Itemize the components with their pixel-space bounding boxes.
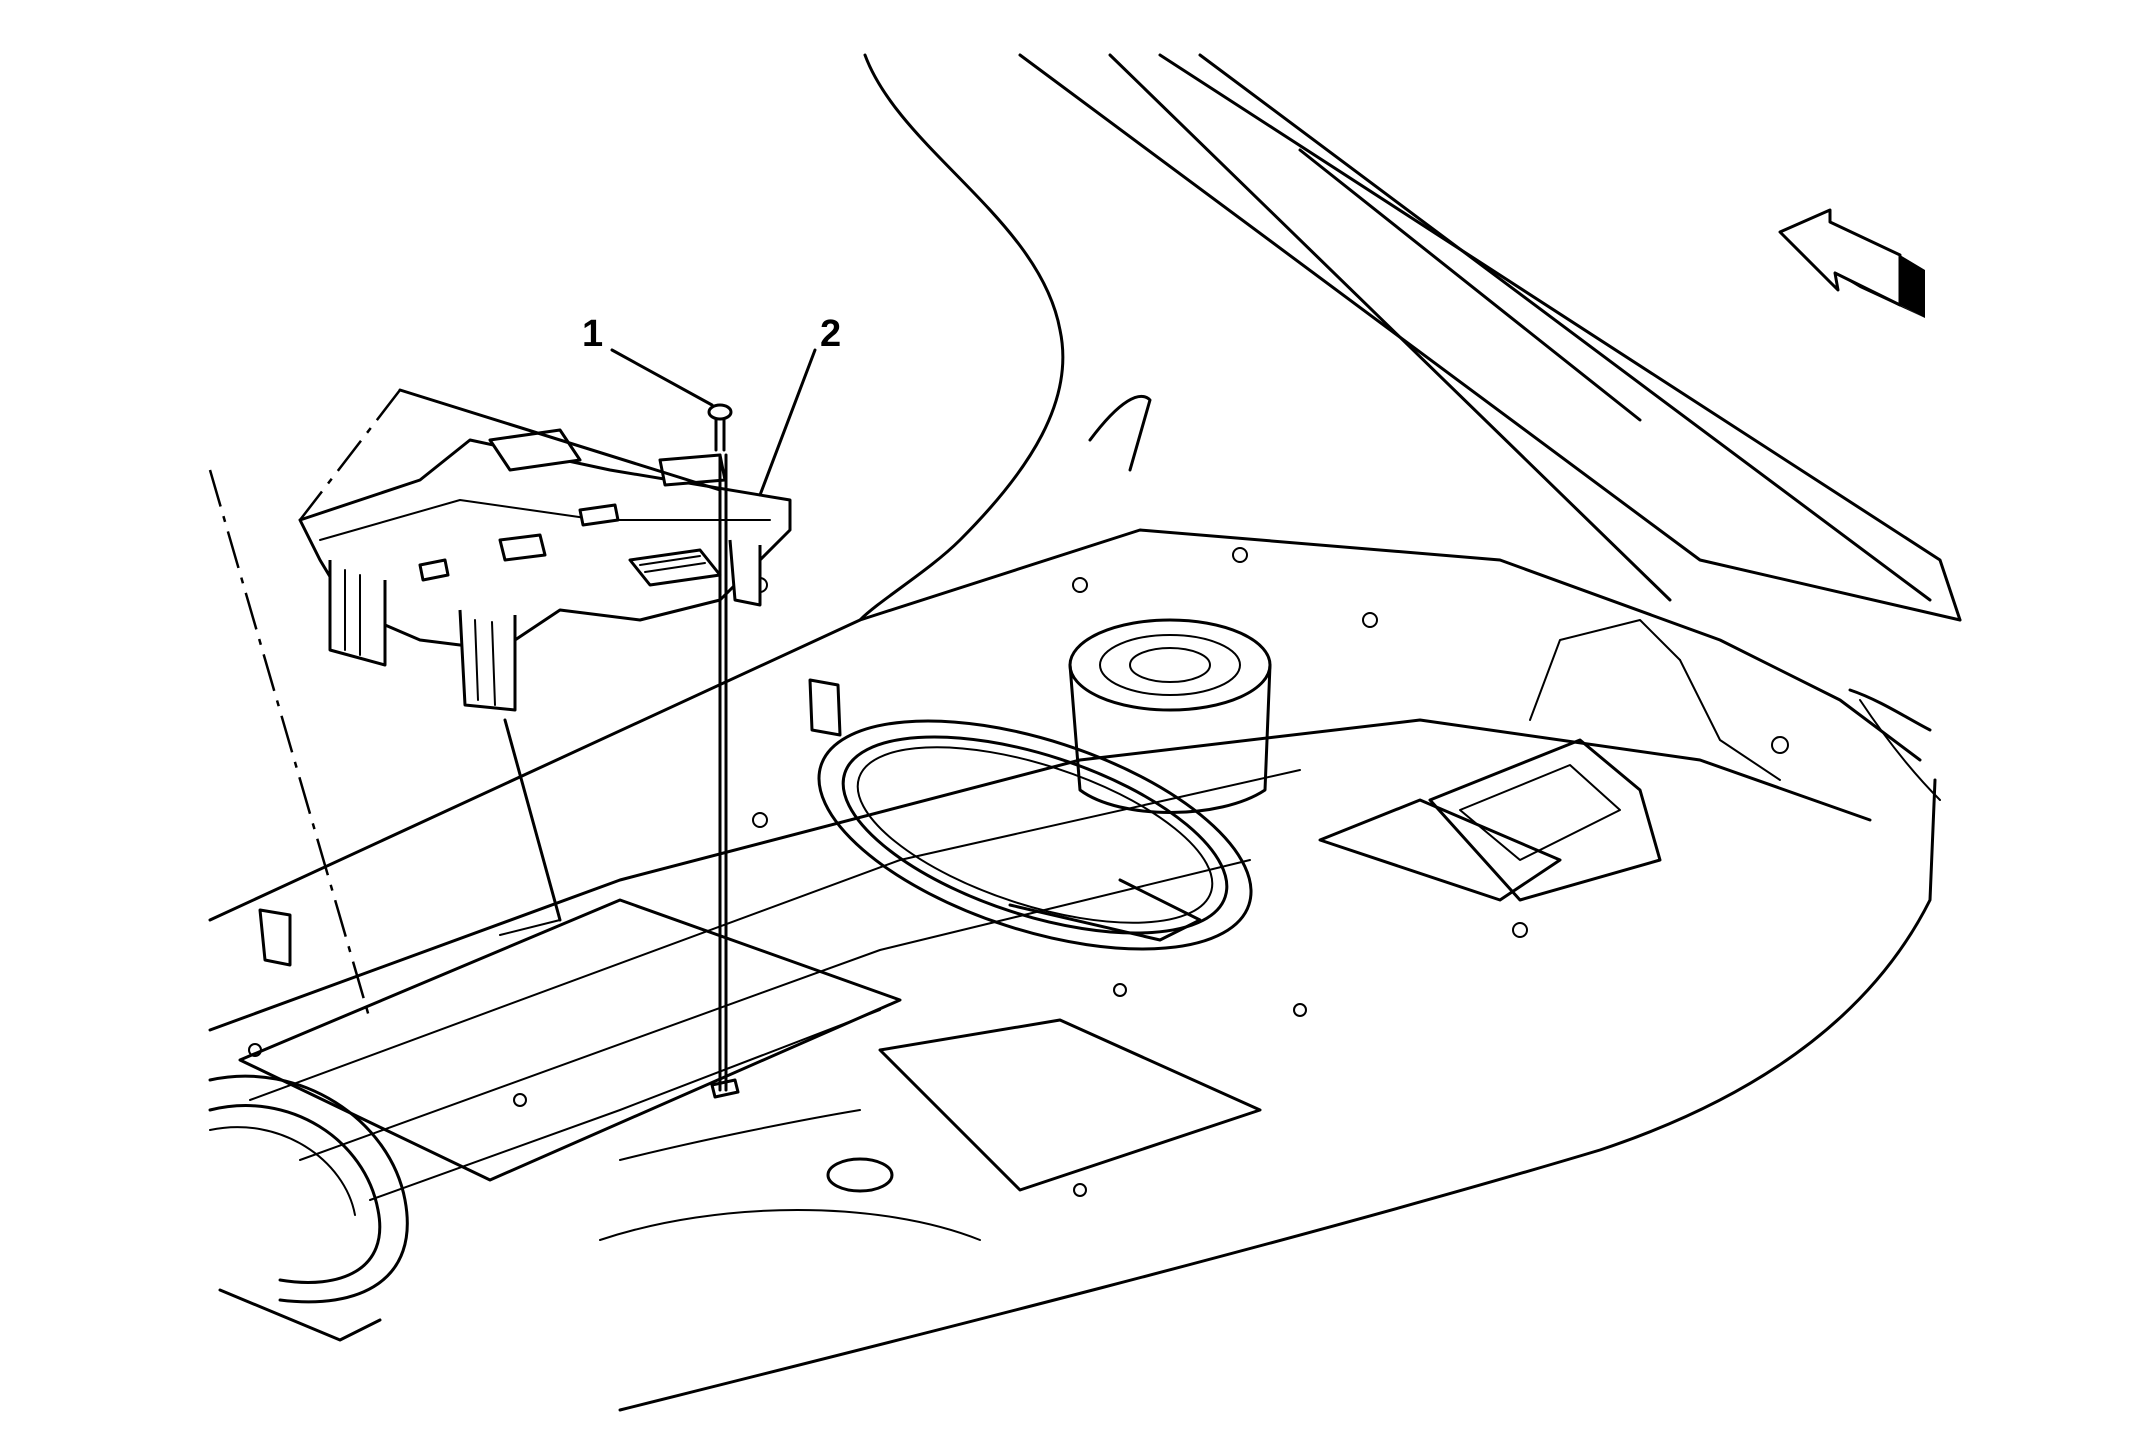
right-vent-bracket: [1318, 738, 1662, 902]
callout-label-1: 1: [582, 313, 604, 355]
callout-leader-lines: [610, 348, 817, 497]
forward-arrow-icon: [1778, 208, 1925, 318]
installation-center-lines: [208, 388, 740, 1099]
subwoofer-speaker: [1068, 618, 1272, 814]
callout-label-2: 2: [820, 313, 842, 355]
rear-window-outline: [858, 53, 1962, 801]
rear-shelf-panel: [208, 394, 1937, 1412]
left-speaker-ring: [208, 1074, 409, 1342]
trunk-lid-edge: [1529, 619, 1932, 781]
center-speaker-ring: [817, 719, 1253, 951]
module-bracket-part-2: [298, 428, 792, 712]
fastener-part-1: [707, 403, 733, 452]
